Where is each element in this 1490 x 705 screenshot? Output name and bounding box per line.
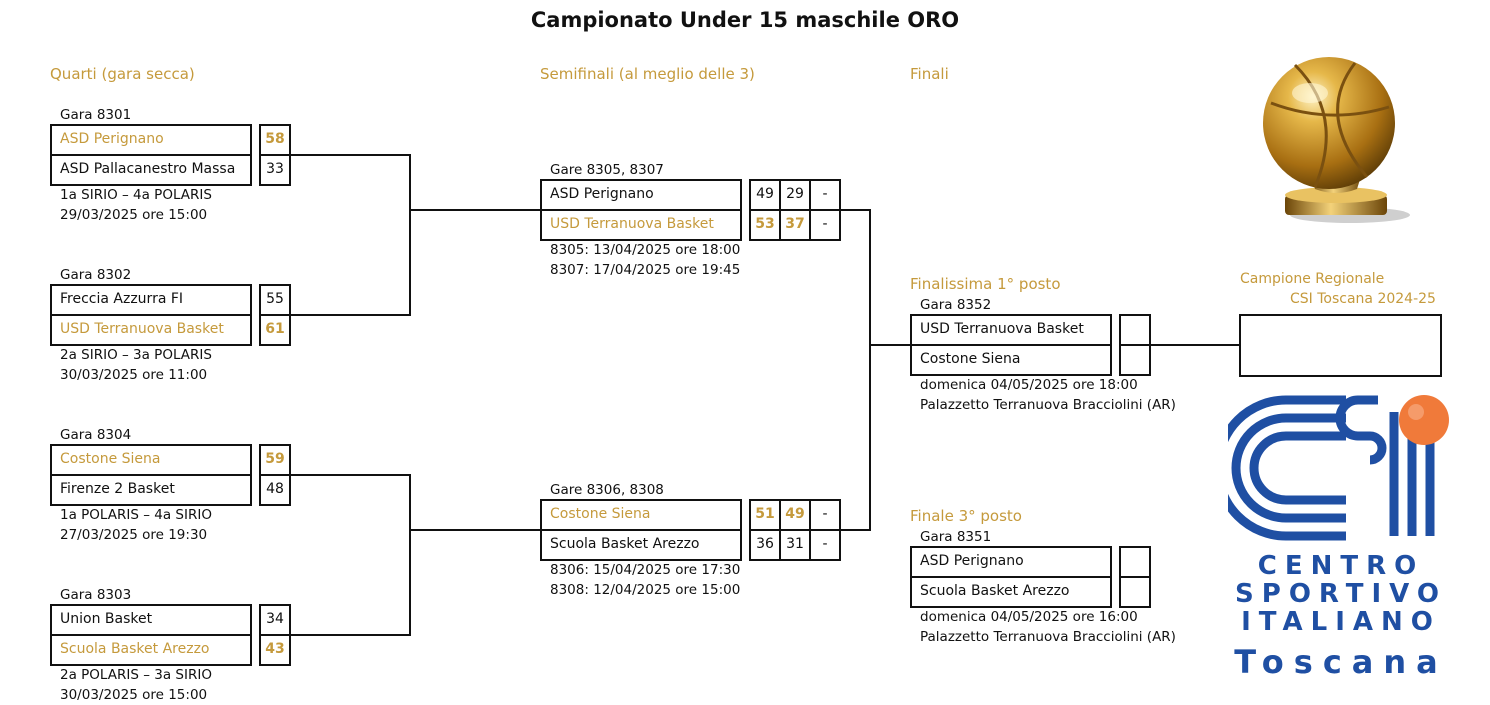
game-info: 8307: 17/04/2025 ore 19:45 xyxy=(550,262,741,278)
team-box: Costone Siena xyxy=(50,444,252,476)
score-box: - xyxy=(809,529,841,561)
score-box xyxy=(1119,344,1151,376)
game-info: 30/03/2025 ore 11:00 xyxy=(60,367,208,383)
team-box: Scuola Basket Arezzo xyxy=(910,576,1112,608)
game-info: Palazzetto Terranuova Bracciolini (AR) xyxy=(920,629,1176,645)
csi-logo-line: CENTRO xyxy=(1257,551,1425,581)
final3-heading: Finale 3° posto xyxy=(910,507,1022,525)
score-box: 49 xyxy=(779,499,811,531)
game-info: domenica 04/05/2025 ore 16:00 xyxy=(920,609,1138,625)
team-box: Union Basket xyxy=(50,604,252,636)
score-box xyxy=(1119,546,1151,578)
team-box: USD Terranuova Basket xyxy=(50,314,252,346)
team-box: Costone Siena xyxy=(540,499,742,531)
score-box: 61 xyxy=(259,314,291,346)
game-info: 1a SIRIO – 4a POLARIS xyxy=(60,187,212,203)
game-label: Gara 8351 xyxy=(920,529,992,545)
game-info: 29/03/2025 ore 15:00 xyxy=(60,207,208,223)
game-info: 27/03/2025 ore 19:30 xyxy=(60,527,208,543)
score-box: 51 xyxy=(749,499,781,531)
csi-logo-line: SPORTIVO xyxy=(1235,579,1447,609)
score-box: 33 xyxy=(259,154,291,186)
csi-logo-region: Toscana xyxy=(1234,643,1448,681)
champion-title: Campione Regionale xyxy=(1240,271,1385,287)
team-box: Firenze 2 Basket xyxy=(50,474,252,506)
game-info: 8306: 15/04/2025 ore 17:30 xyxy=(550,562,741,578)
score-box: 59 xyxy=(259,444,291,476)
team-box: ASD Perignano xyxy=(50,124,252,156)
score-box: 31 xyxy=(779,529,811,561)
score-box: 29 xyxy=(779,179,811,211)
team-box: ASD Pallacanestro Massa xyxy=(50,154,252,186)
team-box: Freccia Azzurra FI xyxy=(50,284,252,316)
game-label: Gara 8352 xyxy=(920,297,992,313)
game-label: Gara 8303 xyxy=(60,587,132,603)
score-box: 43 xyxy=(259,634,291,666)
team-box: ASD Perignano xyxy=(910,546,1112,578)
game-label: Gara 8302 xyxy=(60,267,132,283)
score-box: - xyxy=(809,209,841,241)
team-box: USD Terranuova Basket xyxy=(540,209,742,241)
score-box: - xyxy=(809,499,841,531)
score-box: 36 xyxy=(749,529,781,561)
game-info: 30/03/2025 ore 15:00 xyxy=(60,687,208,703)
game-info: 8305: 13/04/2025 ore 18:00 xyxy=(550,242,741,258)
csi-logo xyxy=(1228,395,1449,541)
csi-logo-line: ITALIANO xyxy=(1241,607,1441,637)
game-label: Gare 8306, 8308 xyxy=(550,482,664,498)
score-box: 37 xyxy=(779,209,811,241)
score-box: 55 xyxy=(259,284,291,316)
score-box: 48 xyxy=(259,474,291,506)
team-box: Scuola Basket Arezzo xyxy=(50,634,252,666)
score-box: 53 xyxy=(749,209,781,241)
game-info: 2a POLARIS – 3a SIRIO xyxy=(60,667,212,683)
phase-finals-heading: Finali xyxy=(910,65,949,83)
champion-subtitle: CSI Toscana 2024-25 xyxy=(1290,291,1436,307)
score-box xyxy=(1119,576,1151,608)
game-info: 2a SIRIO – 3a POLARIS xyxy=(60,347,212,363)
page-title: Campionato Under 15 maschile ORO xyxy=(530,8,960,32)
score-box: 49 xyxy=(749,179,781,211)
phase-quarters-heading: Quarti (gara secca) xyxy=(50,65,195,83)
score-box: 58 xyxy=(259,124,291,156)
game-info: 8308: 12/04/2025 ore 15:00 xyxy=(550,582,741,598)
team-box: ASD Perignano xyxy=(540,179,742,211)
team-box: Costone Siena xyxy=(910,344,1112,376)
team-box: Scuola Basket Arezzo xyxy=(540,529,742,561)
csi-logo-text: CENTRO SPORTIVO ITALIANO xyxy=(1228,552,1454,636)
game-label: Gare 8305, 8307 xyxy=(550,162,664,178)
game-info: 1a POLARIS – 4a SIRIO xyxy=(60,507,212,523)
game-label: Gara 8304 xyxy=(60,427,132,443)
phase-semis-heading: Semifinali (al meglio delle 3) xyxy=(540,65,755,83)
game-info: Palazzetto Terranuova Bracciolini (AR) xyxy=(920,397,1176,413)
game-label: Gara 8301 xyxy=(60,107,132,123)
score-box: - xyxy=(809,179,841,211)
score-box: 34 xyxy=(259,604,291,636)
golden-basketball-trophy-icon xyxy=(1263,57,1410,223)
champion-box xyxy=(1239,314,1442,377)
score-box xyxy=(1119,314,1151,346)
game-info: domenica 04/05/2025 ore 18:00 xyxy=(920,377,1138,393)
final1-heading: Finalissima 1° posto xyxy=(910,275,1061,293)
team-box: USD Terranuova Basket xyxy=(910,314,1112,346)
